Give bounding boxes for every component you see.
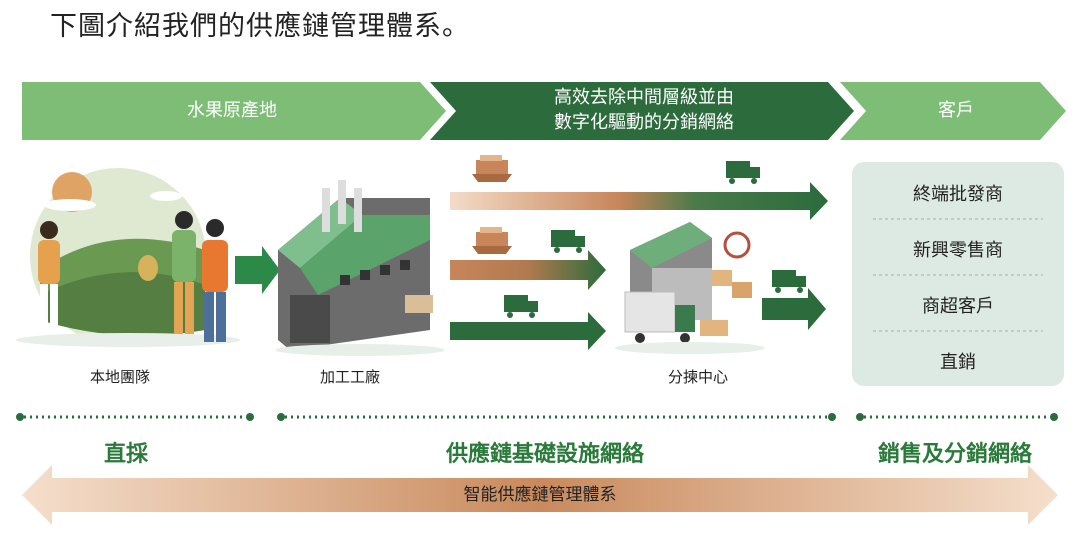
section-line-infra [277,413,836,421]
truck-icon [504,295,538,318]
customer-item: 終端批發商 [913,184,1003,205]
local-team-label: 本地團隊 [90,368,151,386]
section-direct-title: 直採 [104,442,149,467]
chevron-source [22,82,446,140]
customer-item: 新興零售商 [913,240,1003,261]
arrow-farm-to-factory [235,246,280,294]
customer-item: 直銷 [940,352,976,373]
sorting-center-illustration [615,222,765,354]
truck-icon [551,230,585,253]
ship-icon [472,227,512,254]
farm-illustration [16,168,240,347]
chevron-middle [430,82,854,140]
customer-panel [852,162,1064,386]
truck-icon [726,161,760,184]
factory-illustration [275,180,445,356]
arrow-top-route [450,182,828,220]
arrow-sorting-to-customer [762,288,826,330]
stage-middle-line2: 數字化驅動的分銷網絡 [554,112,734,133]
stage-source-label: 水果原產地 [187,100,277,121]
section-line-sales [856,413,1058,421]
customer-list: 終端批發商 新興零售商 商超客戶 直銷 [852,162,1064,386]
section-sales-title: 銷售及分銷網絡 [878,442,1033,467]
intro-text: 下圖介紹我們的供應鏈管理體系。 [50,11,470,42]
truck-icon [772,270,806,293]
bottom-double-arrow [22,465,1058,525]
bottom-arrow-label: 智能供應鏈管理體系 [463,485,617,505]
sorting-center-label: 分揀中心 [668,368,729,386]
stage-customer-label: 客戶 [938,100,974,121]
section-line-direct [16,413,254,421]
arrow-low-route [450,312,606,350]
arrow-mid-route [450,250,606,290]
chevron-customer [840,82,1066,140]
customer-item: 商超客戶 [922,296,994,317]
ship-icon [472,155,512,182]
section-infra-title: 供應鏈基礎設施網絡 [446,442,645,467]
factory-label: 加工工廠 [320,368,381,386]
stage-middle-line1: 高效去除中間層級並由 [554,87,734,108]
